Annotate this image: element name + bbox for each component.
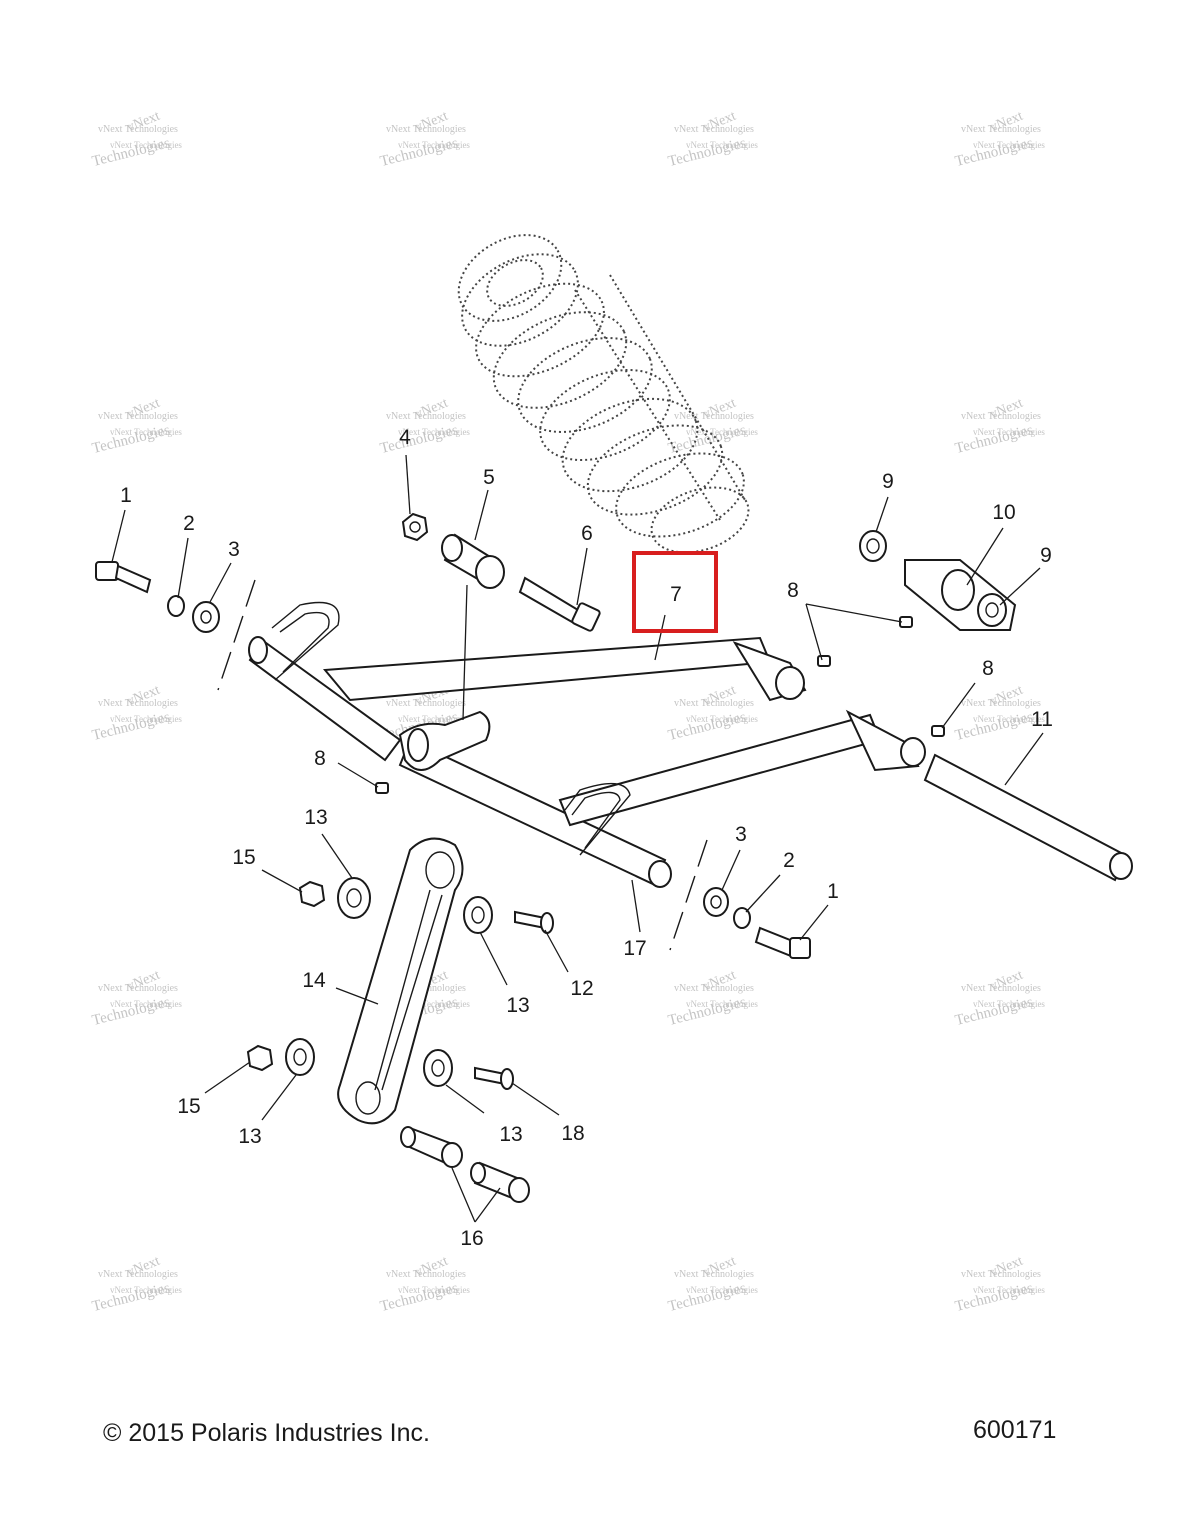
callout-14: 14 (302, 969, 326, 992)
watermark-line1: vNext Technologies (674, 983, 754, 994)
callout-13d: 13 (499, 1123, 522, 1146)
watermark: vNext TechnologiesTechnologiesvNextvNext… (954, 1254, 1046, 1315)
watermark: vNext TechnologiesTechnologiesvNextvNext… (91, 683, 183, 744)
watermark-line1: vNext Technologies (961, 1269, 1041, 1280)
callout-6: 6 (581, 522, 593, 545)
callout-11: 11 (1031, 708, 1053, 731)
watermark-line3: vNext Technologies (686, 1285, 758, 1295)
callout-17: 17 (623, 937, 646, 960)
callout-8b: 8 (982, 657, 994, 680)
diagram-number: 600171 (973, 1416, 1057, 1444)
watermark-line3: vNext Technologies (686, 427, 758, 437)
callout-1: 1 (120, 484, 132, 507)
watermark-line1: vNext Technologies (674, 1269, 754, 1280)
watermark-line1: vNext Technologies (98, 698, 178, 709)
callout-1b: 1 (827, 880, 839, 903)
watermark: vNext TechnologiesTechnologiesvNextvNext… (667, 109, 759, 170)
watermark-line3: vNext Technologies (110, 999, 182, 1009)
callout-2: 2 (183, 512, 195, 535)
watermark-line1: vNext Technologies (386, 1269, 466, 1280)
watermark: vNext TechnologiesTechnologiesvNextvNext… (667, 396, 759, 457)
callout-8: 8 (787, 579, 799, 602)
callout-15b: 15 (177, 1095, 200, 1118)
rear-arm-assembly (248, 601, 1133, 888)
watermark-line3: vNext Technologies (973, 1285, 1045, 1295)
watermark: vNext TechnologiesTechnologiesvNextvNext… (379, 396, 471, 457)
watermark-line1: vNext Technologies (386, 124, 466, 135)
watermark-line1: vNext Technologies (961, 411, 1041, 422)
copyright-text: © 2015 Polaris Industries Inc. (103, 1419, 430, 1447)
watermark-line1: vNext Technologies (961, 124, 1041, 135)
watermark: vNext TechnologiesTechnologiesvNextvNext… (954, 968, 1046, 1029)
watermark-line1: vNext Technologies (961, 698, 1041, 709)
callout-10: 10 (992, 501, 1015, 524)
watermark-line3: vNext Technologies (398, 1285, 470, 1295)
watermark: vNext TechnologiesTechnologiesvNextvNext… (667, 683, 759, 744)
watermark-line3: vNext Technologies (398, 140, 470, 150)
watermark: vNext TechnologiesTechnologiesvNextvNext… (91, 1254, 183, 1315)
callout-3b: 3 (735, 823, 747, 846)
watermark-line3: vNext Technologies (686, 140, 758, 150)
highlight-box (632, 551, 718, 633)
callout-13b: 13 (506, 994, 529, 1017)
watermark-line3: vNext Technologies (398, 999, 470, 1009)
callout-3: 3 (228, 538, 240, 561)
watermark-line3: vNext Technologies (110, 1285, 182, 1295)
callout-9: 9 (882, 470, 894, 493)
callout-labels: 1 2 3 4 5 6 7 8 9 10 9 8 11 8 13 15 3 2 … (120, 426, 1053, 1250)
watermark-line1: vNext Technologies (386, 411, 466, 422)
callout-7: 7 (670, 583, 682, 606)
watermark-line3: vNext Technologies (398, 427, 470, 437)
callout-15a: 15 (232, 846, 255, 869)
watermark-line3: vNext Technologies (686, 999, 758, 1009)
watermark-line1: vNext Technologies (98, 1269, 178, 1280)
watermark-line1: vNext Technologies (674, 411, 754, 422)
watermark: vNext TechnologiesTechnologiesvNextvNext… (667, 1254, 759, 1315)
watermark-line3: vNext Technologies (973, 714, 1045, 724)
callout-13a: 13 (304, 806, 327, 829)
watermark-line3: vNext Technologies (110, 427, 182, 437)
watermark-line1: vNext Technologies (674, 124, 754, 135)
watermark-line1: vNext Technologies (98, 983, 178, 994)
hardware (95, 512, 1017, 1203)
callout-9b: 9 (1040, 544, 1052, 567)
watermark-line1: vNext Technologies (386, 698, 466, 709)
watermark-line3: vNext Technologies (110, 714, 182, 724)
watermark: vNext TechnologiesTechnologiesvNextvNext… (91, 968, 183, 1029)
shock-spring-phantom (457, 234, 750, 554)
watermark-line3: vNext Technologies (398, 714, 470, 724)
callout-12: 12 (570, 977, 593, 1000)
watermark-line1: vNext Technologies (98, 124, 178, 135)
watermark: vNext TechnologiesTechnologiesvNextvNext… (954, 109, 1046, 170)
watermark-line1: vNext Technologies (98, 411, 178, 422)
callout-4: 4 (399, 426, 411, 449)
watermark-line3: vNext Technologies (110, 140, 182, 150)
callout-2b: 2 (783, 849, 795, 872)
watermark: vNext TechnologiesTechnologiesvNextvNext… (91, 109, 183, 170)
watermark-line3: vNext Technologies (973, 427, 1045, 437)
break-lines (217, 579, 708, 951)
watermark-line1: vNext Technologies (674, 698, 754, 709)
watermark-line1: vNext Technologies (961, 983, 1041, 994)
watermark: vNext TechnologiesTechnologiesvNextvNext… (379, 1254, 471, 1315)
watermark-line3: vNext Technologies (686, 714, 758, 724)
watermark-line3: vNext Technologies (973, 140, 1045, 150)
callout-5: 5 (483, 466, 495, 489)
watermark: vNext TechnologiesTechnologiesvNextvNext… (379, 109, 471, 170)
watermark: vNext TechnologiesTechnologiesvNextvNext… (91, 396, 183, 457)
watermark-line3: vNext Technologies (973, 999, 1045, 1009)
watermark: vNext TechnologiesTechnologiesvNextvNext… (667, 968, 759, 1029)
callout-16: 16 (460, 1227, 483, 1250)
leader-lines (111, 454, 1044, 1223)
callout-8c: 8 (314, 747, 326, 770)
callout-18: 18 (561, 1122, 584, 1145)
watermark: vNext TechnologiesTechnologiesvNextvNext… (954, 396, 1046, 457)
callout-13c: 13 (238, 1125, 261, 1148)
